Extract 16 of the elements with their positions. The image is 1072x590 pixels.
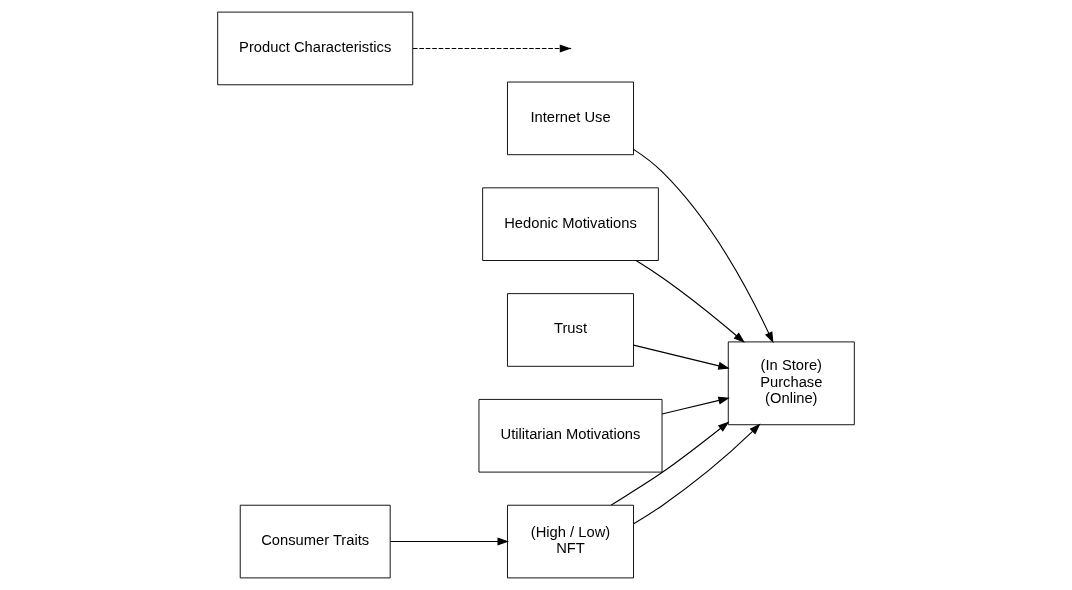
node-box: Product Characteristics [217,11,414,86]
node-box: Utilitarian Motivations [478,398,663,473]
arrow [610,421,730,506]
node-box: Internet Use [507,81,634,156]
node-box: Consumer Traits [239,504,391,579]
arrow [633,423,761,525]
arrow [412,44,572,53]
arrow [661,396,730,415]
node-box: Hedonic Motivations [482,187,659,261]
arrow [635,260,745,343]
arrow [633,344,730,370]
node-box: Trust [507,293,634,367]
arrow [633,148,774,344]
node-box: (High / Low) NFT [507,504,634,579]
arrow [389,537,509,546]
node-box: (In Store) Purchase (Online) [727,341,855,426]
